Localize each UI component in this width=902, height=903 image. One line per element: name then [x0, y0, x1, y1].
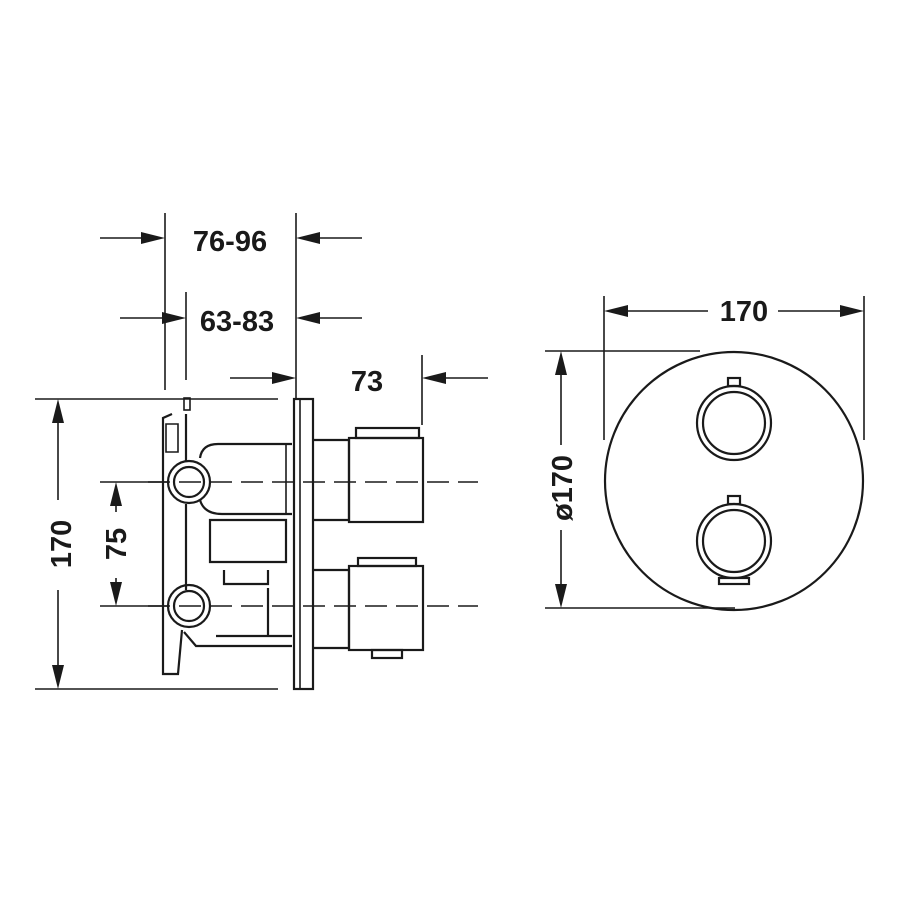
handle-lower-side — [313, 556, 425, 660]
dimension-valve-spacing: 75 — [100, 481, 168, 607]
dimension-trim-depth: 73 — [230, 355, 488, 425]
cover-plate-side — [292, 397, 315, 691]
dimension-height: 170 — [35, 398, 278, 690]
dimension-depth-max: 76-96 — [100, 213, 362, 398]
width-label: 170 — [720, 296, 768, 328]
diameter-label: ø170 — [547, 455, 579, 521]
dimension-depth-min: 63-83 — [120, 292, 362, 380]
valve-body — [161, 397, 292, 676]
side-view: 76-96 63-83 73 170 — [35, 213, 488, 691]
height-label: 170 — [46, 520, 78, 568]
depth-min-label: 63-83 — [200, 306, 274, 338]
valve-spacing-label: 75 — [101, 528, 133, 560]
trim-depth-label: 73 — [351, 366, 383, 398]
cover-plate-round — [603, 350, 865, 612]
dimension-diameter: ø170 — [545, 350, 735, 609]
knob-lower — [695, 494, 773, 586]
front-view: 170 ø170 — [545, 296, 865, 612]
knob-upper — [695, 376, 773, 462]
depth-max-label: 76-96 — [193, 226, 267, 258]
handle-upper-side — [313, 426, 425, 524]
dimension-width: 170 — [603, 296, 865, 440]
